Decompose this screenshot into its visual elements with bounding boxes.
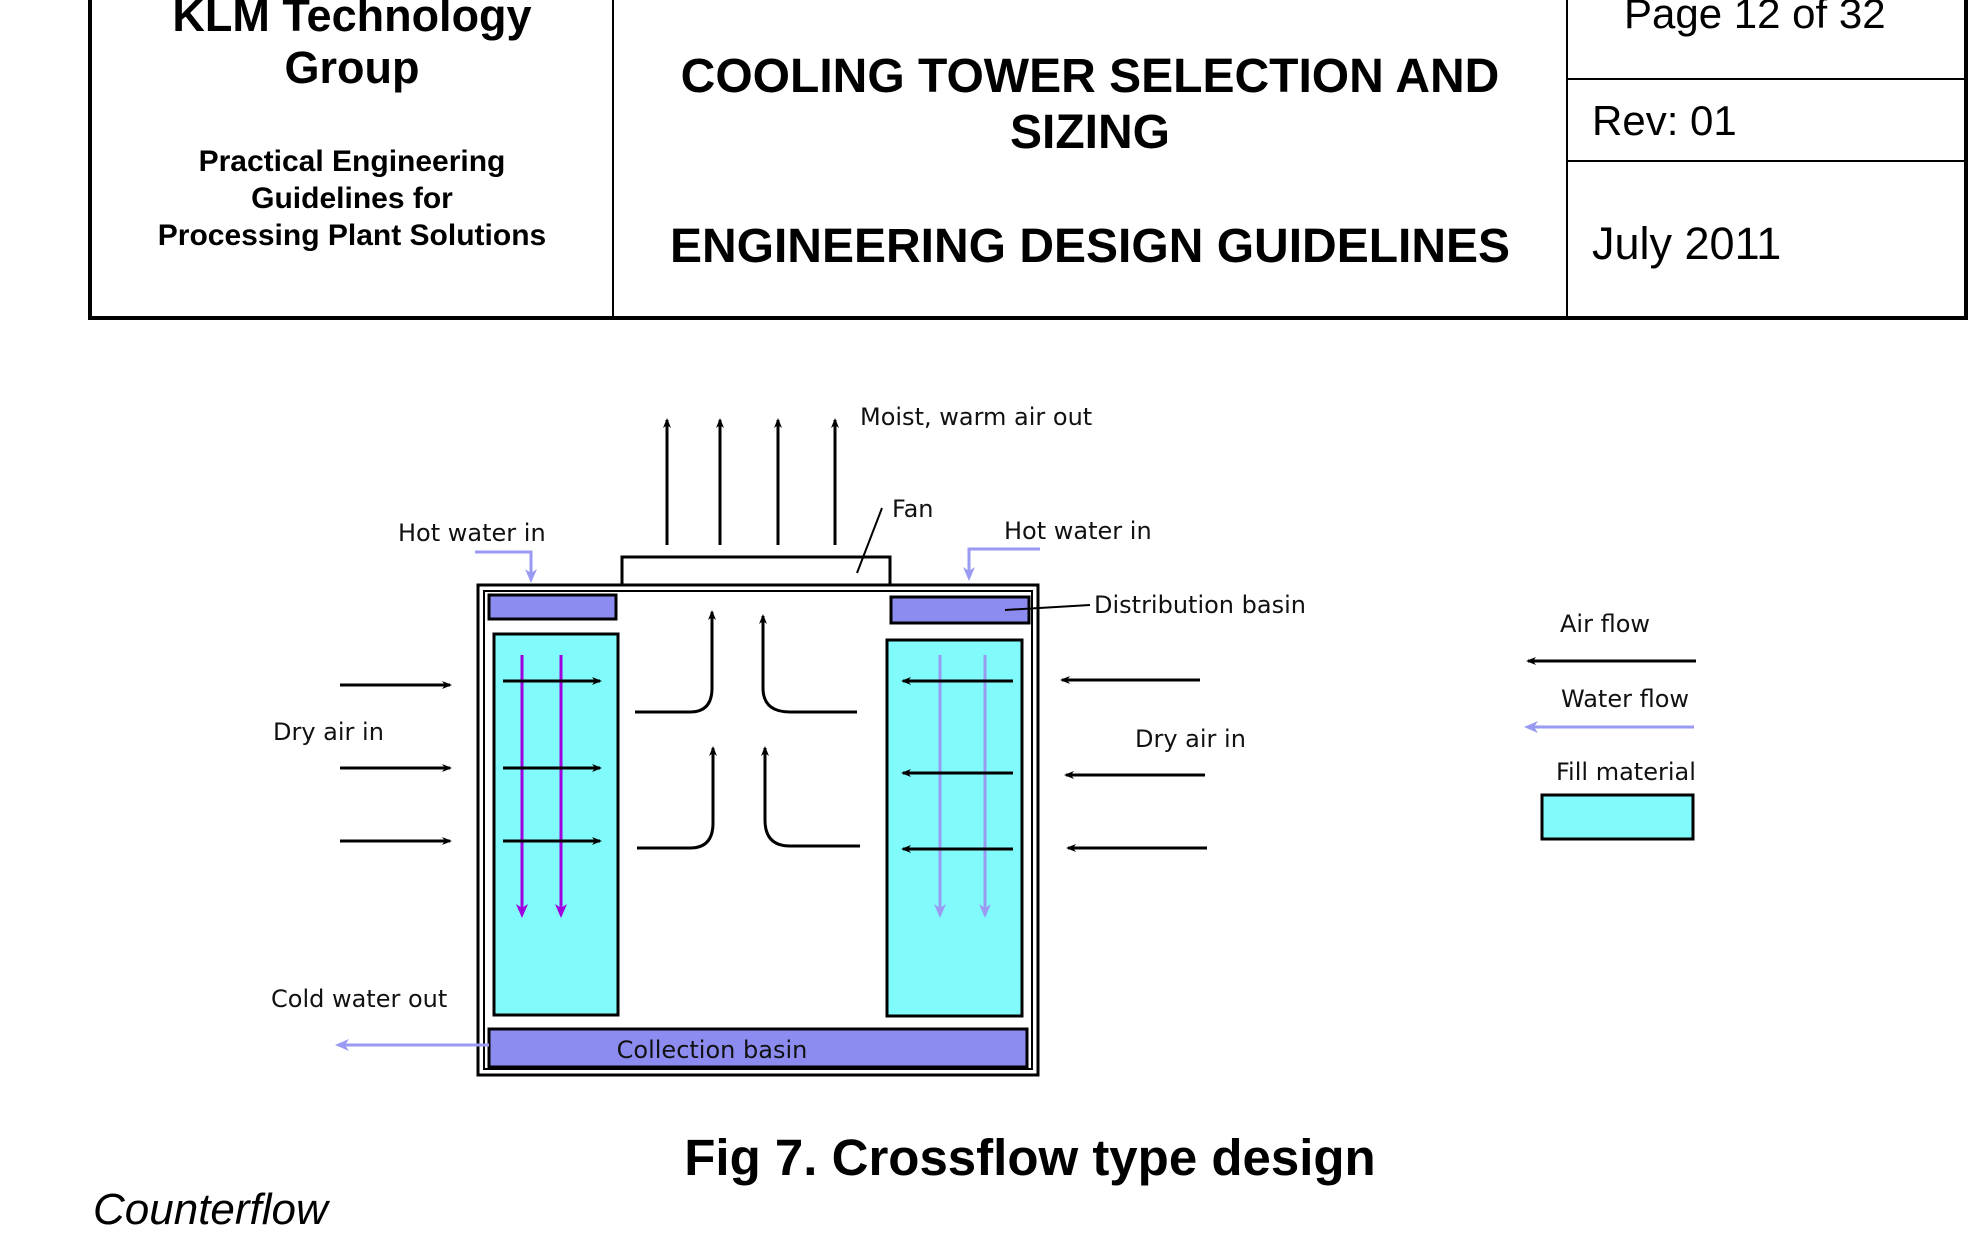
document-title: COOLING TOWER SELECTION AND SIZING [614, 49, 1566, 161]
figure-caption: Fig 7. Crossflow type design [684, 1129, 1376, 1186]
legend-air-flow-label: Air flow [1560, 610, 1650, 638]
fill-column-left [492, 632, 620, 1017]
company-name: KLM Technology Group [92, 0, 612, 94]
legend-fill-material-label: Fill material [1556, 758, 1696, 786]
collection-basin-label: Collection basin [617, 1036, 808, 1064]
header-divider [612, 0, 614, 316]
document-subtitle: ENGINEERING DESIGN GUIDELINES [669, 220, 1511, 273]
distribution-leader-line [1004, 604, 1091, 611]
dry-air-in-left-label: Dry air in [273, 718, 384, 746]
crossflow-diagram: Moist, warm air out Fan Distribution bas… [271, 403, 1696, 1077]
tower-casing-inner [483, 590, 1033, 1070]
plenum-air-arrow [759, 614, 857, 714]
fill-column-right [885, 638, 1024, 1018]
cold-water-out-label: Cold water out [271, 985, 447, 1013]
plenum-air-arrows [635, 610, 860, 850]
dry-air-arrows-left [340, 677, 602, 845]
company-name-line: KLM Technology [172, 0, 532, 41]
subtitle-line: Practical Engineering [198, 145, 506, 178]
legend-water-flow-label: Water flow [1561, 685, 1689, 713]
dry-air-in-right-label: Dry air in [1135, 725, 1246, 753]
legend-fill-swatch [1540, 793, 1695, 841]
company-name-line: Group [284, 42, 420, 93]
hot-water-in-arrow-left [475, 550, 537, 583]
hot-water-in-arrow-right [963, 547, 1040, 581]
fan-leader-line [856, 507, 883, 574]
header-divider [1566, 0, 1568, 316]
moist-air-label: Moist, warm air out [860, 403, 1092, 431]
legend: Air flow Water flow Fill material [1524, 610, 1696, 841]
dry-air-arrows-right [901, 676, 1207, 853]
company-subtitle: Practical Engineering Guidelines for Pro… [92, 143, 612, 254]
title-line: COOLING TOWER SELECTION AND [680, 50, 1500, 103]
section-heading: Counterflow [93, 1185, 328, 1234]
page-number: Page 12 of 32 [1624, 0, 1886, 37]
hot-water-in-left-label: Hot water in [398, 519, 546, 547]
distribution-basin-right [889, 595, 1031, 625]
collection-basin [487, 1027, 1029, 1069]
distribution-basin-left [487, 593, 618, 621]
air-out-arrows [663, 418, 839, 545]
plenum-air-arrow [761, 746, 860, 848]
date: July 2011 [1592, 218, 1782, 269]
document-header: KLM Technology Group Practical Engineeri… [88, 0, 1968, 320]
plenum-air-arrow [637, 746, 717, 850]
title-line: SIZING [1009, 106, 1170, 159]
subtitle-line: Guidelines for [251, 182, 453, 215]
hot-water-in-right-label: Hot water in [1004, 517, 1152, 545]
distribution-basin-label: Distribution basin [1094, 591, 1306, 619]
subtitle-line: Processing Plant Solutions [157, 219, 547, 252]
revision: Rev: 01 [1592, 97, 1737, 144]
fan-label: Fan [892, 495, 934, 523]
header-divider [1566, 160, 1964, 162]
header-divider [1566, 78, 1964, 80]
plenum-air-arrow [635, 610, 716, 714]
fan-housing [620, 555, 892, 587]
